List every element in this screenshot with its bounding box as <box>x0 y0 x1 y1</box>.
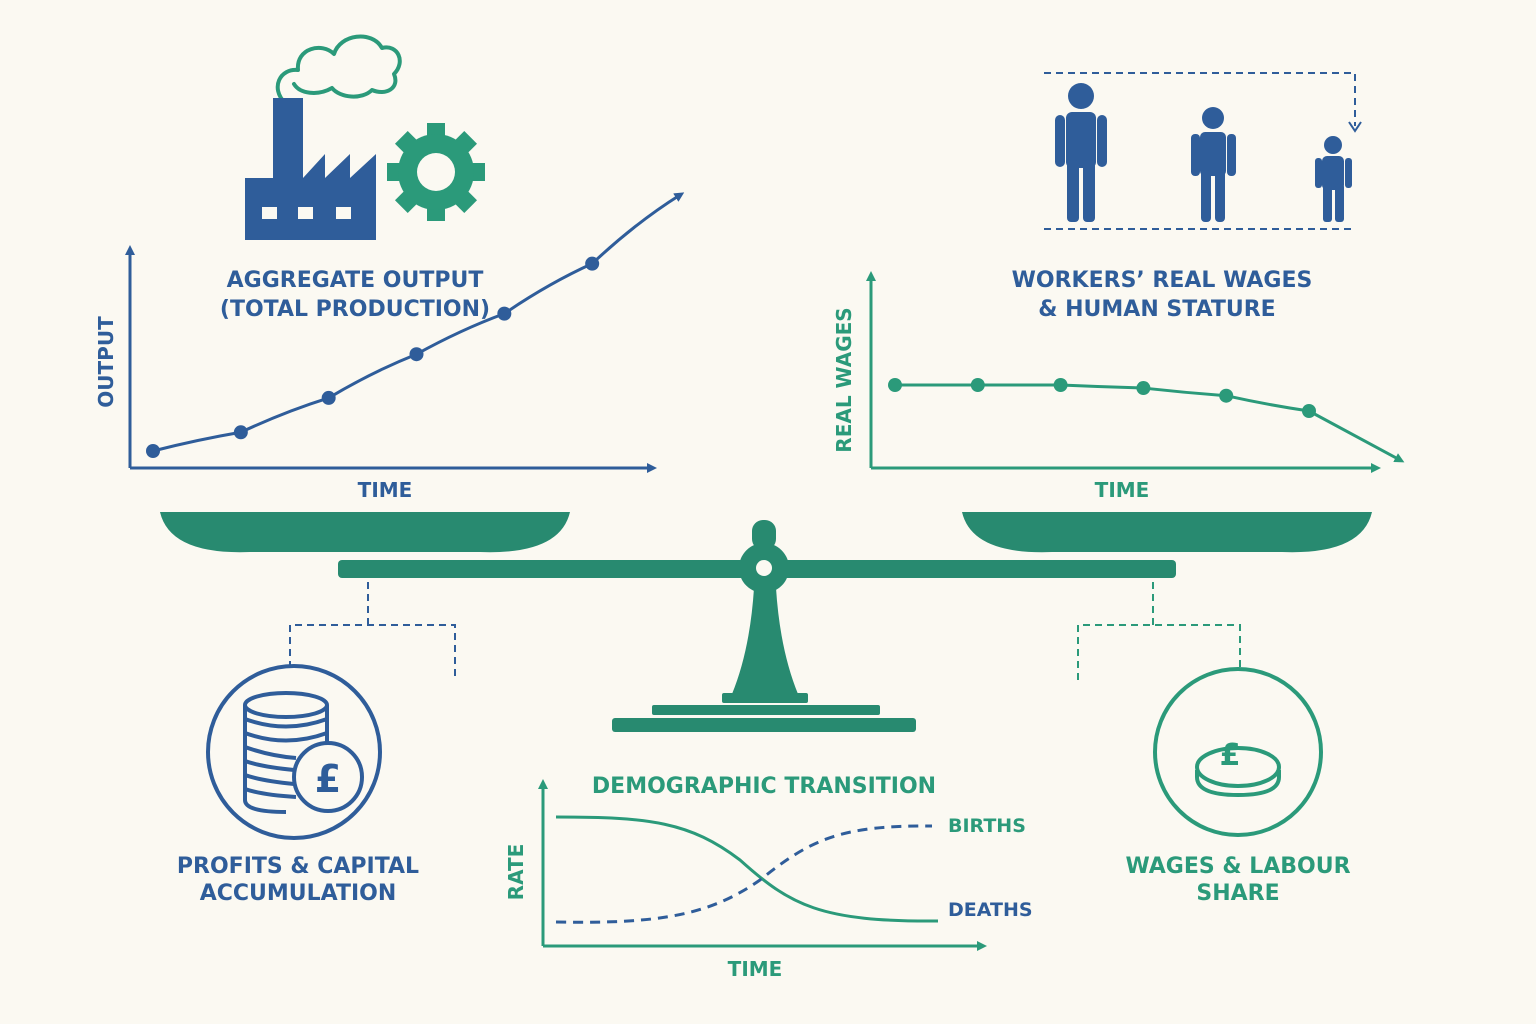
medium-person-icon <box>1191 107 1236 222</box>
wages-title-line1: WORKERS’ REAL WAGES <box>1012 268 1313 293</box>
labour-panel: £ WAGES & LABOUR SHARE <box>1125 667 1351 906</box>
output-title-line1: AGGREGATE OUTPUT <box>227 268 484 293</box>
real-wages-point <box>1053 378 1068 392</box>
aggregate-output-line <box>152 192 685 453</box>
aggregate-output-point <box>321 390 336 405</box>
wages-series <box>888 378 1405 463</box>
demographic-x-axis-label: TIME <box>728 957 783 981</box>
profits-panel: £ PROFITS & CAPITAL ACCUMULATION <box>177 664 419 906</box>
svg-text:£: £ <box>1220 738 1241 773</box>
aggregate-output-point <box>233 425 248 440</box>
real-wages-point <box>1302 404 1316 418</box>
left-connector <box>289 582 456 680</box>
left-pan <box>160 512 570 553</box>
deaths-curve <box>555 815 939 923</box>
output-series <box>146 192 685 458</box>
right-connector <box>1077 582 1241 680</box>
svg-text:£: £ <box>315 757 341 801</box>
aggregate-output-point <box>146 444 160 458</box>
aggregate-output-point <box>497 306 512 321</box>
wages-panel: WORKERS’ REAL WAGES & HUMAN STATURE REAL… <box>832 72 1405 502</box>
output-x-axis-label: TIME <box>358 478 413 502</box>
wages-x-axis-label: TIME <box>1095 478 1150 502</box>
labour-label-line1: WAGES & LABOUR <box>1125 854 1350 879</box>
profits-label-line1: PROFITS & CAPITAL <box>177 854 419 879</box>
wages-title-line2: & HUMAN STATURE <box>1038 297 1275 322</box>
real-wages-point <box>970 378 985 392</box>
labour-label-line2: SHARE <box>1196 881 1279 906</box>
smoke-cloud-icon <box>275 34 402 105</box>
wages-y-axis-label: REAL WAGES <box>832 307 856 452</box>
right-pan <box>962 512 1372 553</box>
real-wages-line <box>895 383 1405 463</box>
balance-scale <box>160 512 1372 732</box>
births-label: BIRTHS <box>948 815 1026 837</box>
deaths-label: DEATHS <box>948 899 1033 921</box>
gear-icon <box>387 123 485 221</box>
scale-pillar <box>732 588 798 694</box>
aggregate-output-point <box>409 347 424 362</box>
tall-person-icon <box>1055 83 1107 222</box>
output-title-line2: (TOTAL PRODUCTION) <box>220 297 490 322</box>
demographic-y-axis-label: RATE <box>504 844 528 901</box>
factory-icon <box>245 98 376 240</box>
demographic-title: DEMOGRAPHIC TRANSITION <box>592 774 936 799</box>
scale-base <box>612 718 916 732</box>
demographic-panel: DEMOGRAPHIC TRANSITION RATE TIME BIRTHS … <box>504 774 1033 981</box>
real-wages-point <box>1219 388 1234 403</box>
aggregate-output-point <box>585 256 600 271</box>
output-panel: AGGREGATE OUTPUT (TOTAL PRODUCTION) OUTP… <box>94 34 685 502</box>
coin-stack-pound-icon: £ <box>206 664 382 840</box>
real-wages-point <box>888 378 902 392</box>
profits-label-line2: ACCUMULATION <box>200 881 397 906</box>
output-y-axis-label: OUTPUT <box>94 316 118 408</box>
real-wages-point <box>1136 381 1151 396</box>
short-person-icon <box>1315 136 1352 222</box>
births-curve <box>555 824 933 924</box>
pound-coin-icon: £ <box>1153 667 1323 837</box>
